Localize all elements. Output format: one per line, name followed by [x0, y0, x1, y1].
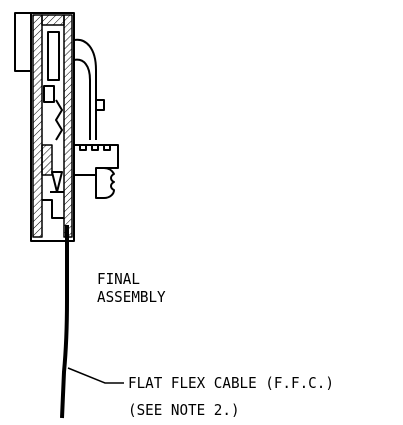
cam-wedge: [51, 171, 63, 193]
contact-slot: [43, 85, 55, 103]
latch-step: [96, 99, 105, 111]
flat-flex-cable: [60, 225, 69, 419]
actuator-grip: [95, 167, 115, 199]
cable-callout-line-1: FLAT FLEX CABLE (F.F.C.): [128, 374, 334, 392]
housing-step: [42, 199, 64, 219]
actuator-teeth: [79, 144, 111, 151]
housing-lip: [41, 144, 53, 176]
cable-callout-line-2: (SEE NOTE 2.): [128, 401, 240, 419]
contact-spring: [55, 99, 63, 141]
callout-leader: [67, 367, 124, 384]
contact-window: [47, 31, 60, 81]
latch-arm: [73, 38, 97, 140]
view-title-line-1: FINAL: [97, 270, 140, 288]
housing-wall-right: [63, 14, 73, 238]
housing-wall-left: [32, 14, 43, 238]
latch-tab: [14, 12, 32, 72]
housing-cap: [41, 14, 65, 26]
view-title-line-2: ASSEMBLY: [97, 288, 166, 306]
